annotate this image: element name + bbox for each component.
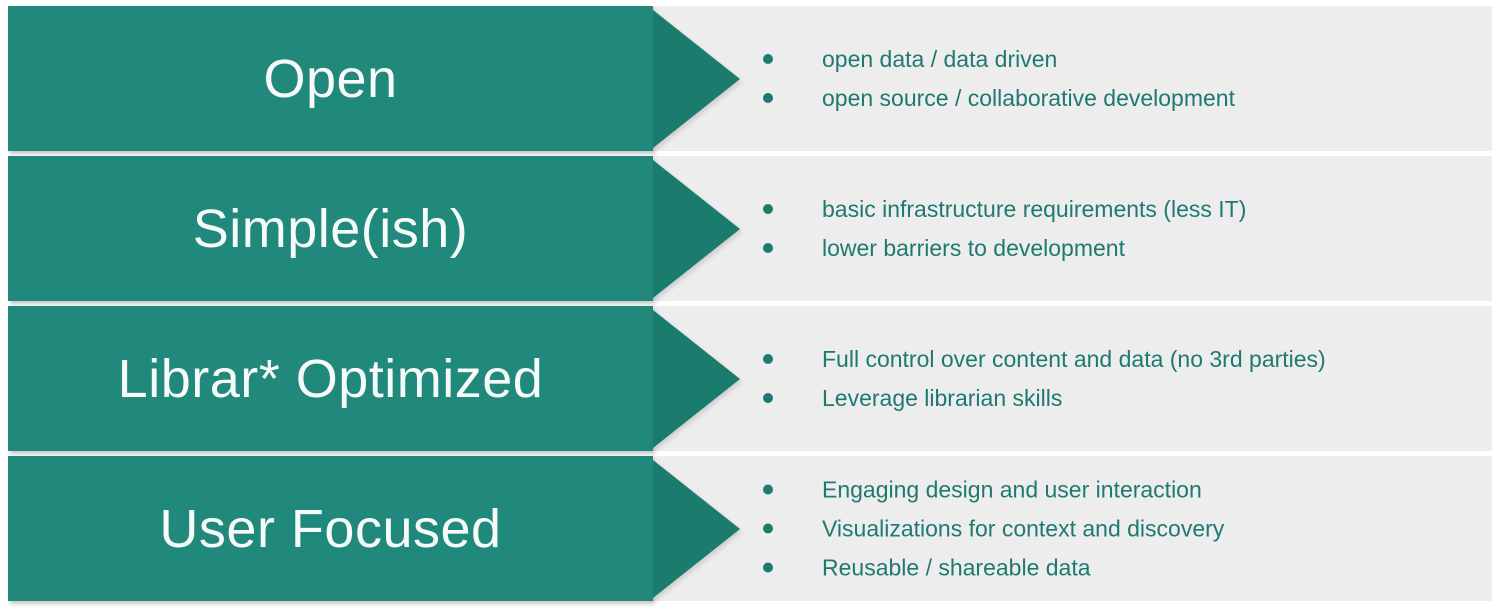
arrow-body: Librar* Optimized (8, 306, 653, 451)
bullet-dot-icon (763, 393, 773, 403)
bullet-item: Reusable / shareable data (763, 548, 1224, 587)
arrow-head-icon (653, 459, 740, 598)
bullet-text: Full control over content and data (no 3… (822, 345, 1326, 372)
bullet-text: Engaging design and user interaction (822, 476, 1202, 502)
bullet-text: basic infrastructure requirements (less … (822, 195, 1247, 222)
arrow-banner: Open (8, 6, 740, 151)
bullet-item: open data / data driven (763, 40, 1235, 79)
banner-title: Open (263, 48, 398, 109)
banner-title: Simple(ish) (192, 198, 469, 259)
bullet-dot-icon (763, 484, 773, 495)
row-list: Open open data / data driven open source… (0, 6, 1503, 601)
arrow-head-icon (653, 309, 740, 448)
banner-title: Librar* Optimized (117, 348, 544, 409)
banner-title: User Focused (159, 498, 502, 559)
row: User Focused Engaging design and user in… (0, 456, 1503, 601)
row: Librar* Optimized Full control over cont… (0, 306, 1503, 451)
arrow-head-icon (653, 9, 740, 148)
bullet-text: Leverage librarian skills (822, 384, 1063, 411)
bullet-text: lower barriers to development (822, 234, 1125, 261)
bullet-list: Engaging design and user interaction Vis… (763, 470, 1224, 587)
bullet-text: Reusable / shareable data (822, 554, 1091, 580)
arrow-head-icon (653, 159, 740, 298)
bullet-item: basic infrastructure requirements (less … (763, 190, 1246, 229)
bullet-item: open source / collaborative development (763, 79, 1235, 118)
bullet-item: Visualizations for context and discovery (763, 509, 1224, 548)
bullet-list: open data / data driven open source / co… (763, 40, 1235, 118)
arrow-body: Simple(ish) (8, 156, 653, 301)
bullet-dot-icon (763, 204, 773, 214)
bullet-item: lower barriers to development (763, 229, 1246, 268)
bullet-dot-icon (763, 93, 773, 103)
row: Open open data / data driven open source… (0, 6, 1503, 151)
arrow-body: User Focused (8, 456, 653, 601)
bullet-dot-icon (763, 243, 773, 253)
arrow-banner: Librar* Optimized (8, 306, 740, 451)
bullet-text: open source / collaborative development (822, 84, 1235, 111)
bullet-text: open data / data driven (822, 45, 1058, 72)
arrow-banner: Simple(ish) (8, 156, 740, 301)
bullet-dot-icon (763, 523, 773, 534)
bullet-item: Leverage librarian skills (763, 379, 1326, 418)
bullet-dot-icon (763, 54, 773, 64)
bullet-text: Visualizations for context and discovery (822, 515, 1225, 541)
bullet-item: Engaging design and user interaction (763, 470, 1224, 509)
bullet-item: Full control over content and data (no 3… (763, 340, 1326, 379)
arrow-body: Open (8, 6, 653, 151)
bullet-list: basic infrastructure requirements (less … (763, 190, 1246, 268)
bullet-dot-icon (763, 354, 773, 364)
bullet-dot-icon (763, 562, 773, 573)
arrow-banner: User Focused (8, 456, 740, 601)
row: Simple(ish) basic infrastructure require… (0, 156, 1503, 301)
bullet-list: Full control over content and data (no 3… (763, 340, 1326, 418)
